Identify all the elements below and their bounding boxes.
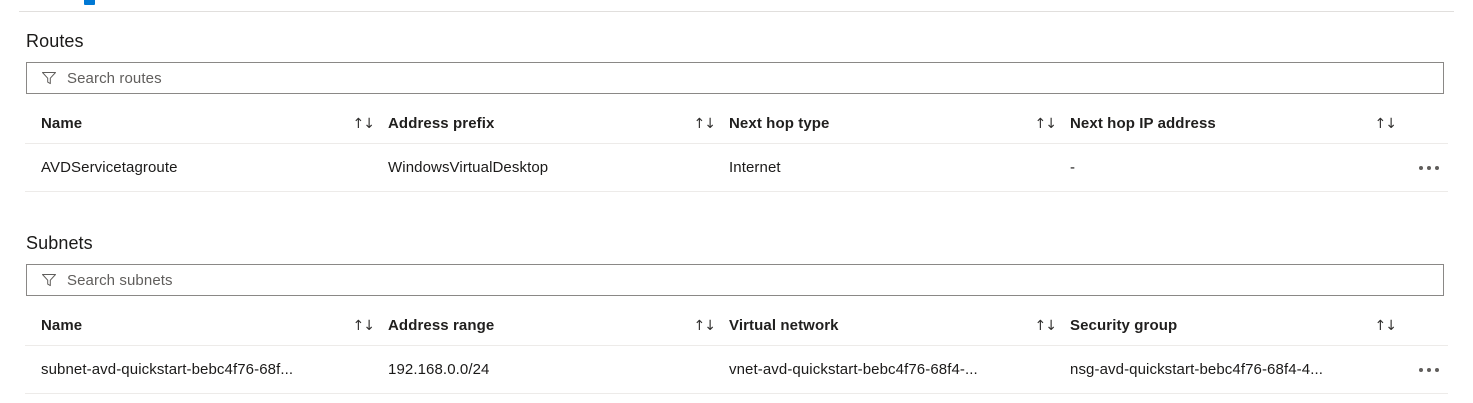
subnets-column-header-name-label: Name [41, 317, 83, 334]
table-row[interactable]: subnet-avd-quickstart-bebc4f76-68f... 19… [25, 346, 1448, 394]
routes-search-input[interactable]: Search routes [26, 62, 1444, 94]
subnets-search-placeholder: Search subnets [67, 271, 173, 289]
subnets-column-header-security-group-label: Security group [1070, 317, 1178, 334]
filter-icon [42, 274, 56, 287]
subnets-cell-name: subnet-avd-quickstart-bebc4f76-68f... [25, 361, 388, 378]
routes-column-header-next-hop-ip-address-label: Next hop IP address [1070, 115, 1216, 132]
routes-table: Name ↑↓ Address prefix ↑↓ Next hop type … [0, 104, 1473, 192]
subnets-column-header-address-range[interactable]: Address range ↑↓ [388, 317, 729, 334]
sort-icon[interactable]: ↑↓ [693, 115, 716, 132]
routes-column-header-next-hop-type-label: Next hop type [729, 115, 830, 132]
subnets-column-header-virtual-network[interactable]: Virtual network ↑↓ [729, 317, 1070, 334]
subnets-cell-name-label: subnet-avd-quickstart-bebc4f76-68f... [41, 361, 294, 378]
subnets-column-header-security-group[interactable]: Security group ↑↓ [1070, 317, 1410, 334]
routes-cell-address-prefix: WindowsVirtualDesktop [388, 159, 729, 176]
sort-icon[interactable]: ↑↓ [352, 115, 375, 132]
sort-icon[interactable]: ↑↓ [693, 317, 716, 334]
routes-cell-next-hop-type: Internet [729, 159, 1070, 176]
header-divider [19, 11, 1454, 12]
tab-selected-indicator-remnant[interactable] [84, 0, 95, 5]
sort-icon[interactable]: ↑↓ [1374, 317, 1397, 334]
subnets-cell-security-group-label: nsg-avd-quickstart-bebc4f76-68f4-4... [1070, 361, 1323, 378]
subnets-cell-security-group: nsg-avd-quickstart-bebc4f76-68f4-4... [1070, 361, 1410, 378]
routes-cell-next-hop-ip-address-label: - [1070, 159, 1076, 176]
subnets-section-title: Subnets [26, 233, 93, 253]
subnets-search-input[interactable]: Search subnets [26, 264, 1444, 296]
subnets-column-header-address-range-label: Address range [388, 317, 495, 334]
subnets-column-header-name[interactable]: Name ↑↓ [25, 317, 388, 334]
routes-column-header-next-hop-type[interactable]: Next hop type ↑↓ [729, 115, 1070, 132]
routes-cell-address-prefix-label: WindowsVirtualDesktop [388, 159, 549, 176]
routes-column-header-address-prefix[interactable]: Address prefix ↑↓ [388, 115, 729, 132]
routes-column-header-name-label: Name [41, 115, 83, 132]
routes-cell-name: AVDServicetagroute [25, 159, 388, 176]
routes-column-header-next-hop-ip-address[interactable]: Next hop IP address ↑↓ [1070, 115, 1410, 132]
subnets-column-header-virtual-network-label: Virtual network [729, 317, 839, 334]
sort-icon[interactable]: ↑↓ [1034, 317, 1057, 334]
ellipsis-icon[interactable] [1413, 154, 1445, 182]
routes-column-header-name[interactable]: Name ↑↓ [25, 115, 388, 132]
sort-icon[interactable]: ↑↓ [352, 317, 375, 334]
ellipsis-icon[interactable] [1413, 356, 1445, 384]
routes-cell-next-hop-ip-address: - [1070, 159, 1410, 176]
subnets-cell-virtual-network-label: vnet-avd-quickstart-bebc4f76-68f4-... [729, 361, 978, 378]
routes-search-placeholder: Search routes [67, 69, 162, 87]
table-row[interactable]: AVDServicetagroute WindowsVirtualDesktop… [25, 144, 1448, 192]
routes-section-title: Routes [26, 31, 84, 51]
sort-icon[interactable]: ↑↓ [1374, 115, 1397, 132]
subnets-table-header-row: Name ↑↓ Address range ↑↓ Virtual network… [25, 306, 1448, 346]
sort-icon[interactable]: ↑↓ [1034, 115, 1057, 132]
subnets-row-actions[interactable] [1410, 356, 1448, 384]
routes-cell-next-hop-type-label: Internet [729, 159, 781, 176]
filter-icon [42, 72, 56, 85]
routes-column-header-address-prefix-label: Address prefix [388, 115, 495, 132]
routes-table-header-row: Name ↑↓ Address prefix ↑↓ Next hop type … [25, 104, 1448, 144]
subnets-cell-address-range-label: 192.168.0.0/24 [388, 361, 490, 378]
subnets-cell-virtual-network: vnet-avd-quickstart-bebc4f76-68f4-... [729, 361, 1070, 378]
subnets-cell-address-range: 192.168.0.0/24 [388, 361, 729, 378]
routes-cell-name-label: AVDServicetagroute [41, 159, 178, 176]
routes-row-actions[interactable] [1410, 154, 1448, 182]
subnets-table: Name ↑↓ Address range ↑↓ Virtual network… [0, 306, 1473, 394]
